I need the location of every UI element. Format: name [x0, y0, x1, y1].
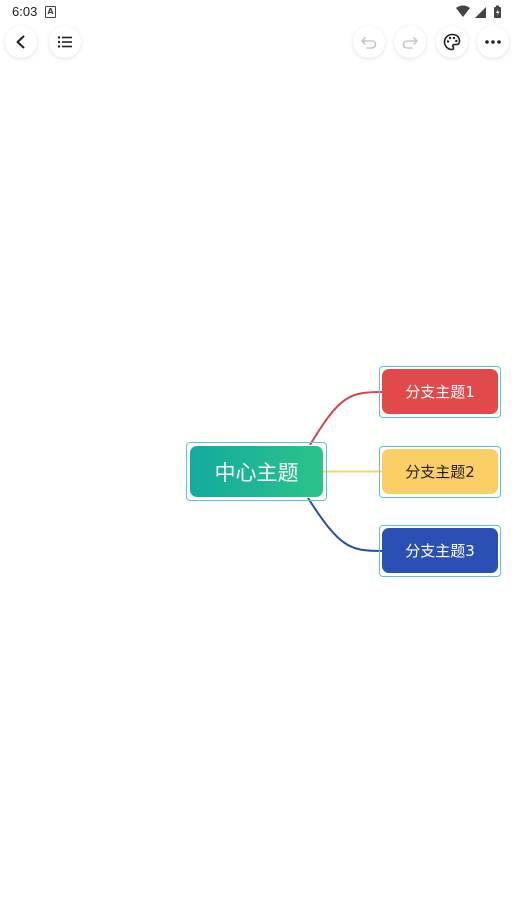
- more-icon: [485, 40, 501, 44]
- outline-list-icon: [57, 36, 72, 48]
- branch-2-selection: [379, 446, 501, 498]
- status-bar: 6:03 A: [0, 0, 516, 24]
- connector-branch-3: [307, 497, 383, 552]
- branch-topic-label: 分支主题2: [405, 463, 475, 481]
- palette-icon: [443, 33, 461, 51]
- back-button[interactable]: [5, 26, 37, 58]
- branch-topic-3[interactable]: 分支主题3: [382, 528, 498, 573]
- a-icon: A: [45, 6, 56, 18]
- outline-button[interactable]: [49, 26, 81, 58]
- redo-button[interactable]: [394, 26, 426, 58]
- central-topic[interactable]: 中心主题: [190, 446, 323, 497]
- undo-icon: [361, 37, 377, 49]
- connector-branch-1: [309, 391, 383, 446]
- status-time: 6:03: [12, 4, 38, 19]
- battery-icon: [494, 5, 501, 18]
- branch-3-selection: [379, 525, 501, 577]
- central-topic-selection: [186, 442, 327, 501]
- branch-1-selection: [379, 366, 501, 418]
- branch-topic-1[interactable]: 分支主题1: [382, 369, 498, 414]
- signal-icon: [475, 7, 486, 18]
- redo-icon: [402, 37, 418, 49]
- central-topic-label: 中心主题: [214, 460, 299, 485]
- wifi-icon: [456, 5, 470, 17]
- theme-button[interactable]: [436, 26, 468, 58]
- status-icons: [456, 5, 501, 18]
- branch-topic-2[interactable]: 分支主题2: [382, 449, 498, 494]
- back-icon: [16, 35, 25, 49]
- branch-topic-label: 分支主题1: [405, 383, 475, 401]
- branch-topic-label: 分支主题3: [405, 542, 475, 560]
- more-button[interactable]: [477, 26, 509, 58]
- undo-button[interactable]: [353, 26, 385, 58]
